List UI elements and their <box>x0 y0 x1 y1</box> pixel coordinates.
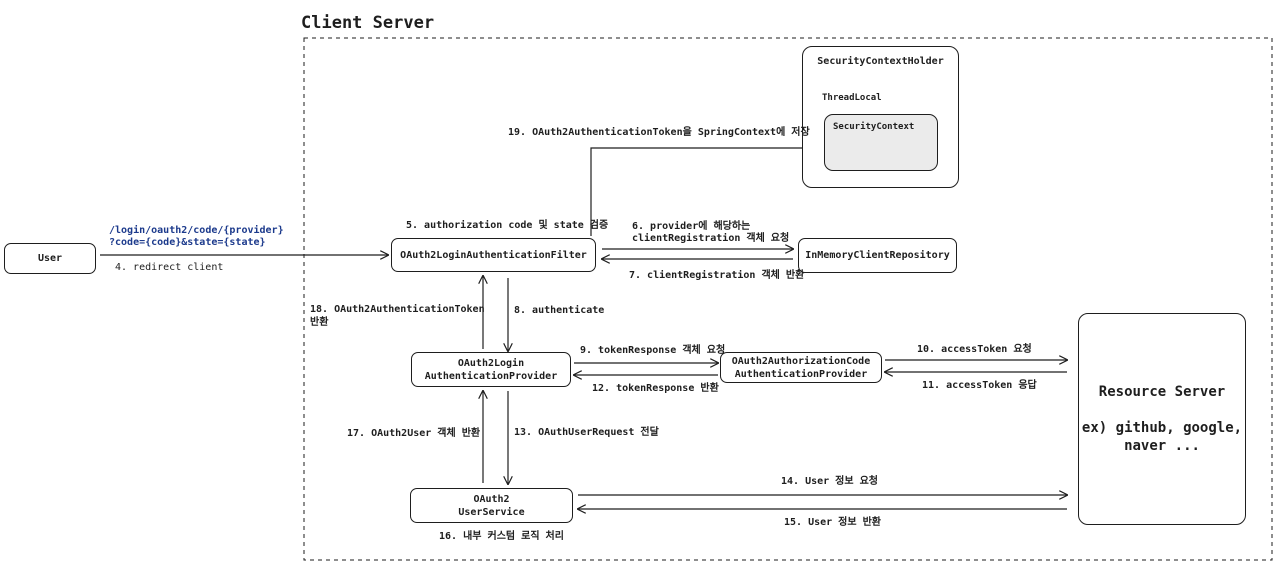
label-s11: 11. accessToken 응답 <box>922 380 1037 391</box>
repository-node-label: InMemoryClientRepository <box>805 250 950 261</box>
label-s13: 13. OAuthUserRequest 전달 <box>514 427 659 438</box>
resource-server-examples-line2: naver ... <box>1124 438 1200 454</box>
client-server-frame <box>303 37 1273 561</box>
label-s19: 19. OAuth2AuthenticationToken을 SpringCon… <box>508 127 810 138</box>
diagram-title: Client Server <box>301 13 435 33</box>
label-s9: 9. tokenResponse 객체 요청 <box>580 345 726 356</box>
code-provider-node: OAuth2AuthorizationCode AuthenticationPr… <box>720 352 882 383</box>
redirect-url-line1: /login/oauth2/code/{provider} <box>109 225 284 236</box>
resource-server-title: Resource Server <box>1098 384 1226 400</box>
user-node-label: User <box>37 253 63 264</box>
filter-node-label: OAuth2LoginAuthenticationFilter <box>400 249 587 261</box>
security-context-label: SecurityContext <box>833 122 915 132</box>
code-provider-label-line1: OAuth2AuthorizationCode <box>731 355 871 367</box>
redirect-url-line2: ?code={code}&state={state} <box>109 237 266 248</box>
label-s12: 12. tokenResponse 반환 <box>592 383 719 394</box>
login-provider-node: OAuth2Login AuthenticationProvider <box>411 352 571 387</box>
label-s7: 7. clientRegistration 객체 반환 <box>629 270 805 281</box>
user-service-label-line2: UserService <box>458 506 525 518</box>
login-provider-label-line1: OAuth2Login <box>457 357 525 369</box>
label-s6-line1: 6. provider에 해당하는 <box>632 221 751 232</box>
label-s6-line2: clientRegistration 객체 요청 <box>632 233 790 244</box>
login-provider-label-line2: AuthenticationProvider <box>424 370 558 382</box>
label-s10: 10. accessToken 요청 <box>917 344 1032 355</box>
label-s16: 16. 내부 커스텀 로직 처리 <box>439 531 564 542</box>
filter-node: OAuth2LoginAuthenticationFilter <box>391 238 596 272</box>
repository-node: InMemoryClientRepository <box>798 238 957 273</box>
label-s18-line1: 18. OAuth2AuthenticationToken <box>310 304 485 315</box>
label-s5: 5. authorization code 및 state 검증 <box>406 220 609 231</box>
arrow-s19 <box>590 148 878 236</box>
label-s4: 4. redirect client <box>115 262 224 273</box>
thread-local-label: ThreadLocal <box>822 93 882 103</box>
label-s14: 14. User 정보 요청 <box>781 476 879 487</box>
security-context-holder-label: SecurityContextHolder <box>817 56 944 67</box>
resource-server-examples-line1: ex) github, google, <box>1081 420 1243 436</box>
user-node: User <box>4 243 96 274</box>
resource-server-node: Resource Server ex) github, google, nave… <box>1078 313 1246 525</box>
user-service-node: OAuth2 UserService <box>410 488 573 523</box>
user-service-label-line1: OAuth2 <box>473 493 510 505</box>
label-s15: 15. User 정보 반환 <box>784 517 882 528</box>
label-s18-line2: 반환 <box>310 317 329 328</box>
label-s8: 8. authenticate <box>514 305 605 316</box>
label-s17: 17. OAuth2User 객체 반환 <box>347 428 481 439</box>
code-provider-label-line2: AuthenticationProvider <box>734 368 868 380</box>
security-context-node: SecurityContext <box>824 114 938 171</box>
